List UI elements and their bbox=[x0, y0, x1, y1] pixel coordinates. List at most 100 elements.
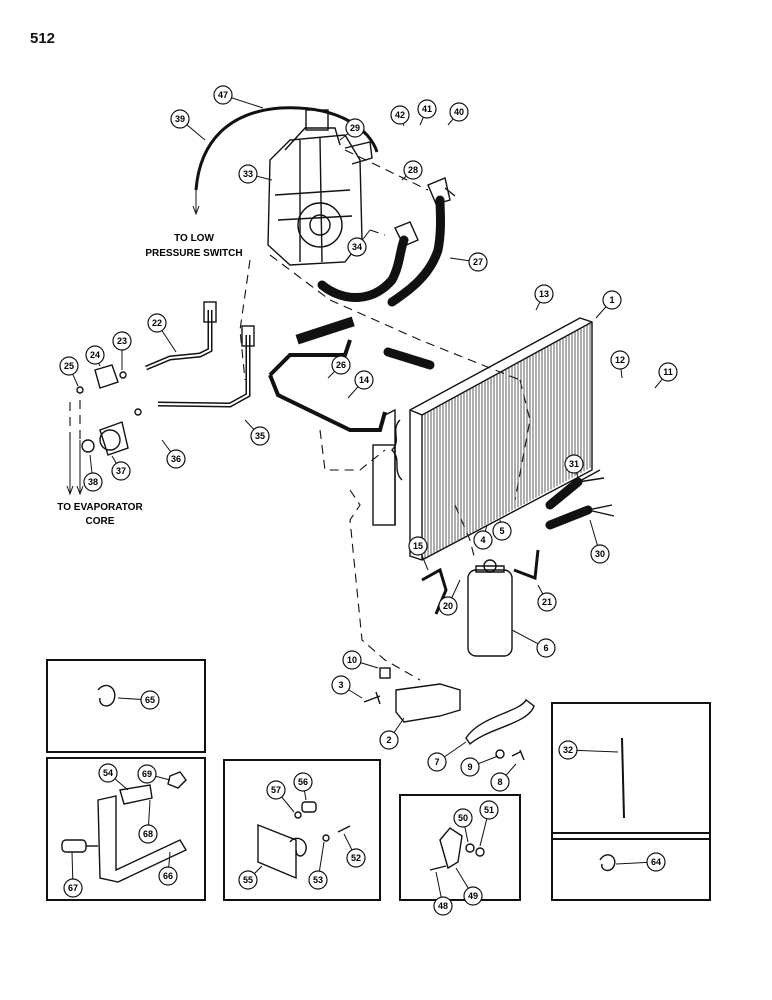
callout-number: 12 bbox=[615, 355, 625, 365]
callout-50: 50 bbox=[453, 808, 473, 843]
callout-number: 51 bbox=[484, 805, 494, 815]
receiver-drier-6 bbox=[467, 559, 513, 657]
callout-1: 1 bbox=[595, 290, 622, 319]
callout-8: 8 bbox=[490, 763, 517, 792]
callout-circle bbox=[658, 362, 678, 382]
callout-33: 33 bbox=[238, 164, 273, 184]
callout-circle bbox=[83, 472, 103, 492]
callout-10: 10 bbox=[342, 650, 379, 670]
line-21 bbox=[513, 549, 540, 581]
caption-low-line2: PRESSURE SWITCH bbox=[145, 248, 242, 259]
callout-67: 67 bbox=[63, 851, 83, 898]
inset-box-66 bbox=[46, 757, 206, 901]
callout-number: 10 bbox=[347, 655, 357, 665]
callout-circle bbox=[590, 544, 610, 564]
callout-9: 9 bbox=[460, 755, 499, 777]
callout-47: 47 bbox=[213, 85, 264, 109]
callout-number: 55 bbox=[243, 875, 253, 885]
callout-27: 27 bbox=[449, 252, 488, 272]
callout-circle bbox=[140, 690, 160, 710]
callout-number: 20 bbox=[443, 601, 453, 611]
callout-circle bbox=[403, 160, 423, 180]
clip-49 bbox=[439, 827, 463, 870]
callout-number: 67 bbox=[68, 883, 78, 893]
callout-12: 12 bbox=[610, 350, 630, 379]
callout-36: 36 bbox=[161, 439, 186, 469]
callout-number: 53 bbox=[313, 875, 323, 885]
callout-circle bbox=[138, 824, 158, 844]
callout-number: 27 bbox=[473, 257, 483, 267]
callout-number: 1 bbox=[609, 295, 614, 305]
callout-circle bbox=[342, 650, 362, 670]
callout-13: 13 bbox=[534, 284, 554, 311]
callout-number: 40 bbox=[454, 107, 464, 117]
callout-number: 69 bbox=[142, 769, 152, 779]
callout-2: 2 bbox=[379, 717, 405, 750]
callout-53: 53 bbox=[308, 841, 328, 890]
callout-circle bbox=[238, 164, 258, 184]
callout-28: 28 bbox=[401, 160, 423, 181]
callout-34: 34 bbox=[347, 229, 371, 257]
callout-circle bbox=[137, 764, 157, 784]
callout-4: 4 bbox=[473, 524, 493, 550]
inset-box-65 bbox=[46, 659, 206, 753]
callout-circle bbox=[112, 331, 132, 351]
condenser-1 bbox=[372, 317, 593, 561]
callout-circle bbox=[408, 536, 428, 556]
callout-circle bbox=[463, 886, 483, 906]
callout-circle bbox=[59, 356, 79, 376]
callout-21: 21 bbox=[537, 584, 557, 612]
callout-number: 26 bbox=[336, 360, 346, 370]
callout-24: 24 bbox=[85, 345, 105, 367]
callout-number: 13 bbox=[539, 289, 549, 299]
callout-circle bbox=[147, 313, 167, 333]
callout-number: 2 bbox=[386, 735, 391, 745]
callout-52: 52 bbox=[343, 833, 366, 868]
callout-circle bbox=[473, 530, 493, 550]
callout-35: 35 bbox=[244, 419, 270, 446]
callout-circle bbox=[602, 290, 622, 310]
callout-circle bbox=[433, 896, 453, 916]
callout-circle bbox=[308, 870, 328, 890]
clip-65 bbox=[97, 684, 116, 707]
callout-number: 4 bbox=[480, 535, 485, 545]
callout-30: 30 bbox=[589, 519, 610, 564]
callout-number: 47 bbox=[218, 90, 228, 100]
callout-6: 6 bbox=[511, 629, 556, 658]
callout-38: 38 bbox=[83, 454, 103, 492]
callout-23: 23 bbox=[112, 331, 132, 370]
callout-number: 31 bbox=[569, 459, 579, 469]
callout-41: 41 bbox=[417, 99, 437, 126]
caption-evap-line2: CORE bbox=[86, 516, 115, 527]
callout-65: 65 bbox=[117, 690, 160, 710]
callout-3: 3 bbox=[331, 675, 363, 699]
callout-circle bbox=[85, 345, 105, 365]
callout-number: 30 bbox=[595, 549, 605, 559]
callout-circle bbox=[390, 105, 410, 125]
callout-number: 64 bbox=[651, 857, 661, 867]
callout-circle bbox=[536, 638, 556, 658]
callout-15: 15 bbox=[408, 536, 429, 571]
callout-number: 34 bbox=[352, 242, 362, 252]
callout-32: 32 bbox=[558, 740, 619, 760]
callout-circle bbox=[479, 800, 499, 820]
callout-circle bbox=[111, 461, 131, 481]
callout-number: 68 bbox=[143, 829, 153, 839]
callout-number: 33 bbox=[243, 169, 253, 179]
callout-circle bbox=[250, 426, 270, 446]
callout-69: 69 bbox=[137, 764, 171, 784]
callout-42: 42 bbox=[390, 105, 410, 127]
callout-circle bbox=[468, 252, 488, 272]
callout-11: 11 bbox=[654, 362, 678, 389]
callout-number: 50 bbox=[458, 813, 468, 823]
callout-circle bbox=[331, 355, 351, 375]
callout-number: 32 bbox=[563, 745, 573, 755]
caption-low-line1: TO LOW bbox=[174, 233, 214, 244]
callout-circle bbox=[63, 878, 83, 898]
callout-number: 41 bbox=[422, 104, 432, 114]
page-number: 512 bbox=[30, 30, 56, 47]
strap-7 bbox=[465, 698, 535, 746]
callout-number: 28 bbox=[408, 165, 418, 175]
callout-49: 49 bbox=[455, 867, 483, 906]
